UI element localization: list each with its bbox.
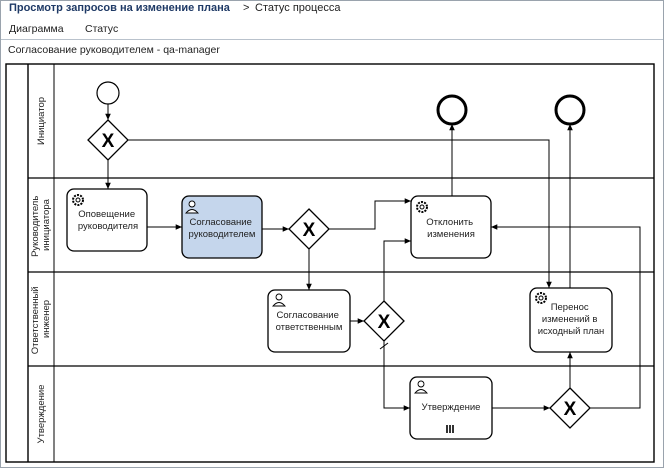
- task-approval[interactable]: Утверждение: [409, 376, 493, 440]
- flow-gw2-to-reject: [329, 198, 411, 230]
- end-event-rejected[interactable]: [436, 94, 468, 126]
- user-icon: [414, 380, 428, 394]
- user-icon: [185, 200, 199, 214]
- task-label: Согласование руководителем: [189, 217, 256, 240]
- gateway-marker: X: [102, 131, 115, 152]
- parallel-multi-instance-icon: [446, 425, 454, 433]
- flow-gw1-to-transfer: [128, 139, 552, 288]
- task-label: Оповещение руководителя: [78, 209, 138, 232]
- task-label: Утверждение: [422, 402, 481, 413]
- user-icon: [272, 293, 286, 307]
- tab-status[interactable]: Статус: [85, 23, 119, 35]
- lane-label-approval: Утверждение: [36, 385, 47, 444]
- task-manager-approval[interactable]: Согласование руководителем: [181, 195, 263, 259]
- lane-label-responsible-engineer: Ответственный инженер: [30, 284, 52, 355]
- default-flow-marker: [379, 342, 389, 350]
- task-transfer-changes[interactable]: Перенос изменений в исходный план: [529, 287, 613, 353]
- flow-gw4-to-reject: [491, 224, 641, 409]
- breadcrumb-separator: >: [243, 2, 250, 14]
- gateway-marker: X: [378, 312, 391, 333]
- task-label: Перенос изменений в исходный план: [538, 302, 605, 337]
- process-title: Согласование руководителем - qa-manager: [8, 44, 220, 56]
- tab-bar: Диаграмма Статус: [1, 19, 663, 40]
- gear-icon: [416, 201, 428, 213]
- task-notify-manager[interactable]: Оповещение руководителя: [66, 188, 148, 252]
- exclusive-gateway-1[interactable]: X: [87, 119, 129, 161]
- sequence-flows: [105, 104, 641, 411]
- gateway-marker: X: [303, 220, 316, 241]
- flow-gw3-to-reject: [383, 238, 411, 301]
- start-event[interactable]: [96, 81, 120, 105]
- task-label: Отклонить изменения: [426, 217, 475, 240]
- flow-gw3-to-approval: [383, 341, 410, 411]
- task-responsible-approval[interactable]: Согласование ответственным: [267, 289, 351, 353]
- exclusive-gateway-2[interactable]: X: [288, 208, 330, 250]
- breadcrumb-link-requests[interactable]: Просмотр запросов на изменение плана: [9, 2, 230, 14]
- gear-icon: [72, 194, 84, 206]
- tab-diagram[interactable]: Диаграмма: [9, 23, 64, 35]
- task-reject-changes[interactable]: Отклонить изменения: [410, 195, 492, 259]
- end-event-transferred[interactable]: [554, 94, 586, 126]
- task-label: Согласование ответственным: [276, 310, 343, 333]
- gateway-marker: X: [564, 399, 577, 420]
- breadcrumb-current: Статус процесса: [255, 2, 341, 14]
- exclusive-gateway-4[interactable]: X: [549, 387, 591, 429]
- lane-label-initiator-manager: Руководитель инициатора: [30, 193, 52, 257]
- exclusive-gateway-3[interactable]: X: [363, 300, 405, 342]
- gear-icon: [535, 292, 547, 304]
- lane-label-initiator: Инициатор: [36, 97, 47, 145]
- breadcrumb: Просмотр запросов на изменение плана > С…: [1, 1, 663, 19]
